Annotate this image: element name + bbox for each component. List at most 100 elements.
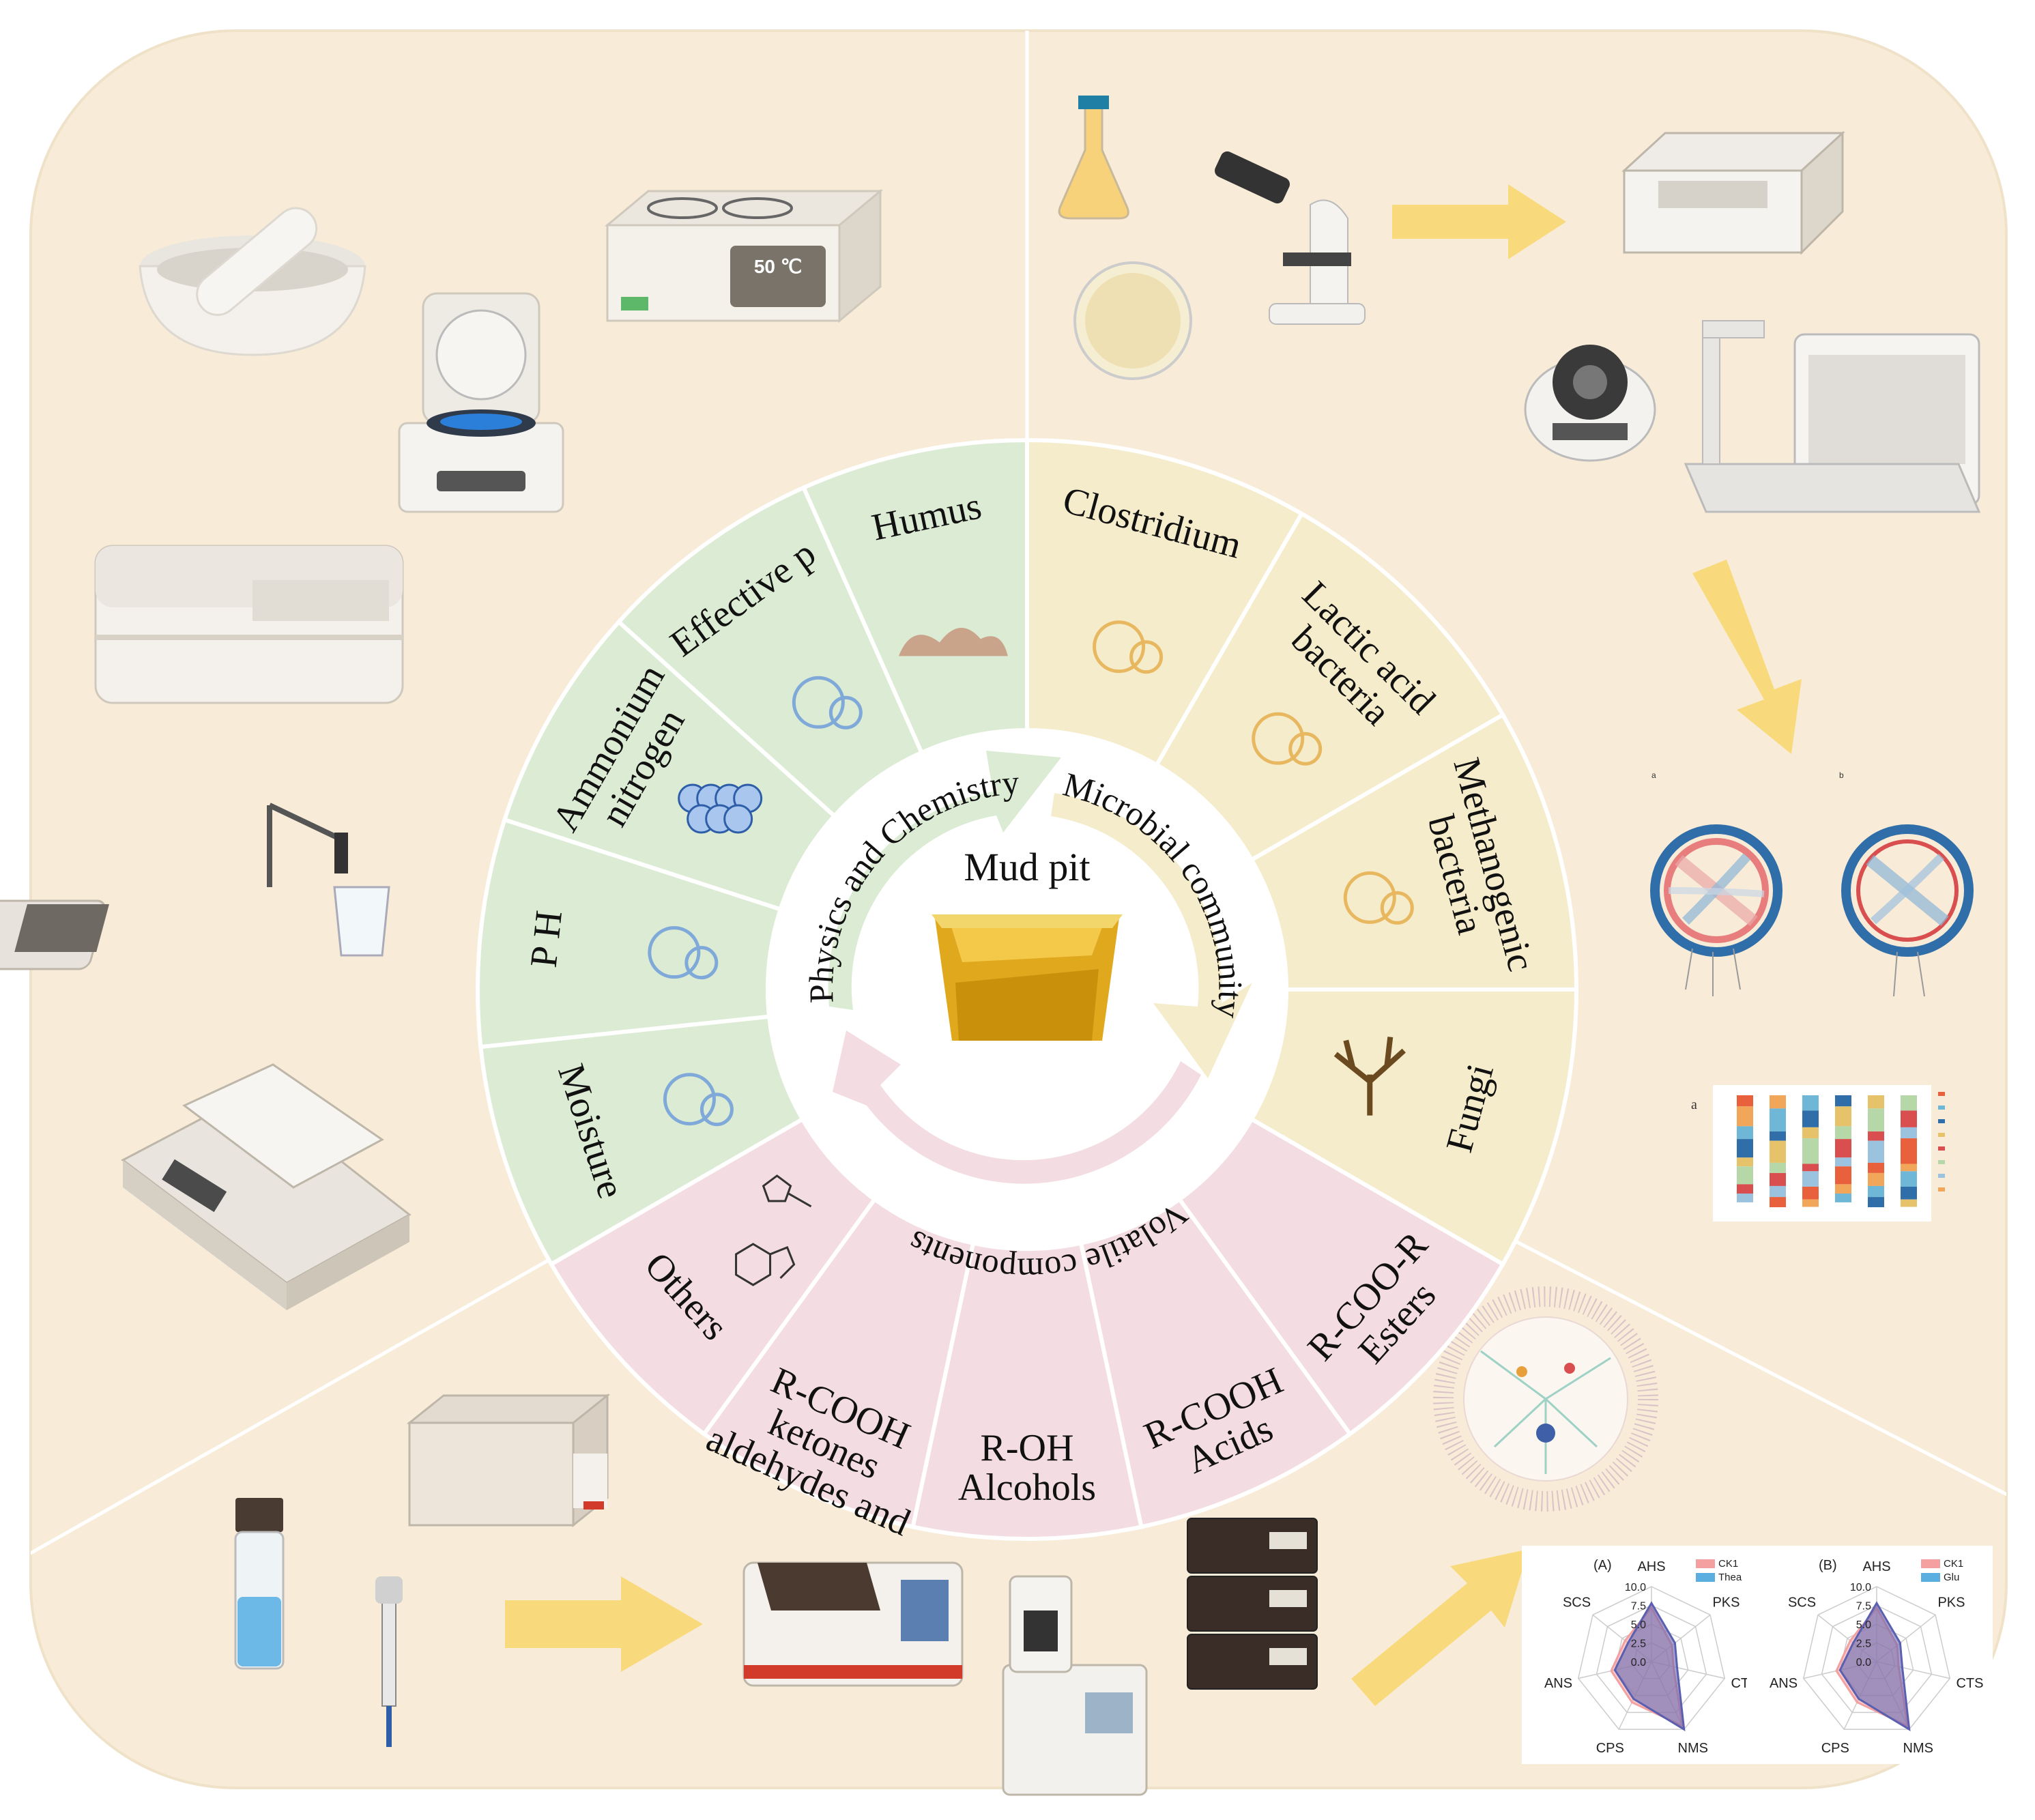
bar-segment — [1901, 1110, 1917, 1127]
radar-tick-label: 10.0 — [1850, 1582, 1871, 1593]
green-arrow — [828, 751, 1061, 1010]
bar-segment — [1901, 1186, 1917, 1200]
radar-legend-swatch — [1921, 1573, 1940, 1582]
radar-tick-label: 5.0 — [1856, 1619, 1871, 1631]
bar-segment — [1868, 1140, 1884, 1163]
chord-label-a: a — [1651, 770, 1656, 780]
radar-axis-label: SCS — [1788, 1595, 1816, 1610]
radar-axis-label: ANS — [1544, 1676, 1572, 1691]
bar-segment — [1835, 1166, 1851, 1185]
bar-segment — [1770, 1140, 1786, 1163]
radar-panel-label: (B) — [1819, 1558, 1837, 1573]
phosphorus-drop-icon — [792, 676, 863, 730]
radar-grid — [1577, 1586, 1726, 1730]
bar-segment — [1835, 1139, 1851, 1158]
ph-meter-icon — [0, 803, 390, 970]
bar-segment — [1835, 1095, 1851, 1107]
gas-chromatograph-icon — [742, 1561, 964, 1687]
petri-dish-icon — [1073, 261, 1192, 380]
radar-axis-label: CTS — [1956, 1676, 1983, 1691]
beaker-icon — [648, 926, 719, 980]
bar-segment — [1802, 1186, 1819, 1200]
radar-legend-label: Thea — [1718, 1572, 1742, 1583]
mass-spectrometer-icon — [1002, 1575, 1148, 1796]
mortar-pestle-icon — [139, 207, 366, 356]
radar-chart-a: AHSPKSCTSNMSCPSANSSCS(A)10.07.55.02.50.0… — [1522, 1546, 1767, 1764]
bar-segment — [1868, 1131, 1884, 1141]
pipette-icon — [375, 1576, 403, 1747]
bar-segment — [1868, 1185, 1884, 1198]
water-bath-display: 50 ℃ — [754, 256, 802, 277]
water-bath-icon: 50 ℃ — [604, 188, 884, 323]
radar-tick-label: 10.0 — [1625, 1582, 1646, 1593]
thermal-cycler-icon — [1621, 130, 1845, 255]
radar-tick-label: 0.0 — [1856, 1657, 1871, 1669]
transfer-arrow-4 — [1351, 1549, 1529, 1706]
soil-mound-icon — [898, 628, 1008, 656]
radar-tick-label: 7.5 — [1856, 1601, 1871, 1613]
radar-axis-label: ANS — [1770, 1676, 1798, 1691]
chord-label-b: b — [1839, 770, 1844, 780]
network-wheel-diagram — [1433, 1286, 1658, 1512]
bar-segment — [1770, 1162, 1786, 1173]
bar-segment — [1835, 1193, 1851, 1202]
mud-pit-icon — [932, 914, 1123, 1041]
bar-segment — [1901, 1095, 1917, 1111]
bar-segment — [1868, 1172, 1884, 1186]
sequencer-icon — [1684, 320, 1981, 513]
bar-segment — [1802, 1095, 1819, 1111]
centrifuge-icon — [398, 292, 564, 513]
vial-icon — [234, 1498, 285, 1670]
yellow-arrow — [1051, 793, 1252, 1078]
bar-segment — [1802, 1171, 1819, 1187]
microscope-icon — [1214, 151, 1366, 325]
radar-axis-label: AHS — [1637, 1559, 1665, 1574]
radar-axis-label: NMS — [1903, 1741, 1933, 1756]
bar-segment — [1737, 1157, 1753, 1167]
bar-segment — [1868, 1095, 1884, 1109]
physics-chemistry-label-3: P H — [523, 908, 571, 970]
bar-segment — [1802, 1138, 1819, 1164]
radar-series-treatment — [1613, 1601, 1686, 1731]
bar-segment — [1737, 1166, 1753, 1185]
radar-tick-label: 2.5 — [1856, 1638, 1871, 1650]
bar-segment — [1737, 1139, 1753, 1158]
radar-grid — [1802, 1586, 1951, 1730]
bar-segment — [1868, 1108, 1884, 1132]
radar-legend-label: Glu — [1944, 1572, 1959, 1583]
hplc-stack-icon — [1187, 1518, 1318, 1690]
bar-legend — [1938, 1092, 1945, 1191]
radar-legend-swatch — [1696, 1559, 1715, 1568]
flask-icon — [1058, 96, 1129, 220]
radar-axis-label: CPS — [1821, 1741, 1849, 1756]
bar-segment — [1770, 1197, 1786, 1208]
radar-axis-label: SCS — [1563, 1595, 1591, 1610]
bar-segment — [1770, 1172, 1786, 1186]
radar-series-treatment — [1838, 1601, 1911, 1731]
bar-segment — [1737, 1106, 1753, 1127]
transfer-arrow-1 — [1392, 184, 1566, 259]
bar-segment — [1770, 1095, 1786, 1109]
indole-structure-icon — [735, 1174, 812, 1286]
radar-axis-label: PKS — [1937, 1595, 1965, 1610]
bar-segment — [1737, 1193, 1753, 1202]
bar-segment — [1802, 1164, 1819, 1172]
radar-axis-label: PKS — [1712, 1595, 1740, 1610]
bar-segment — [1737, 1126, 1753, 1140]
radar-panel-label: (A) — [1593, 1558, 1612, 1573]
bar-chart-label: a — [1691, 1097, 1697, 1112]
radar-legend-swatch — [1696, 1573, 1715, 1582]
radar-legend-label: CK1 — [1718, 1558, 1738, 1570]
stacked-bar-chart: a — [1691, 1085, 1945, 1222]
bar-segment — [1868, 1162, 1884, 1173]
radar-tick-label: 0.0 — [1631, 1657, 1646, 1669]
mini-centrifuge-icon — [1524, 345, 1656, 462]
water-drops-icon — [663, 1073, 734, 1127]
radar-legend-swatch — [1921, 1559, 1940, 1568]
radar-axis-label: NMS — [1678, 1741, 1708, 1756]
bar-segment — [1901, 1138, 1917, 1164]
bar-segment — [1868, 1197, 1884, 1208]
bar-segment — [1835, 1106, 1851, 1127]
